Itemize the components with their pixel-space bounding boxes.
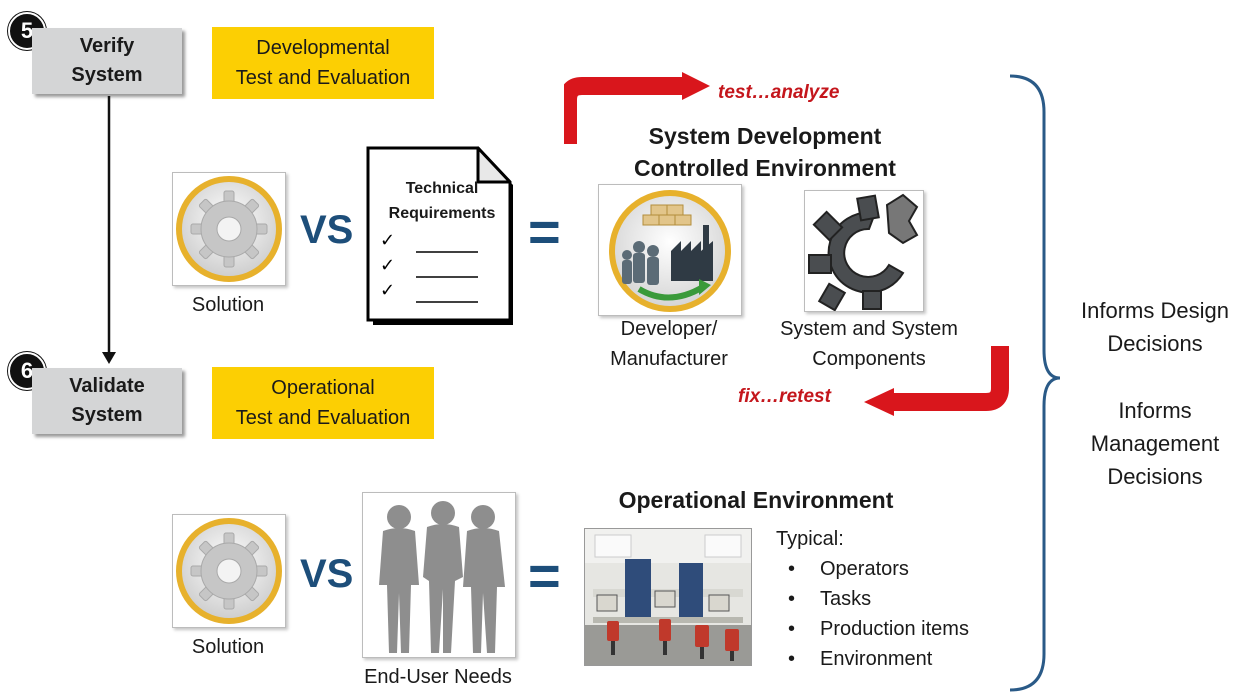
factory-icon xyxy=(609,190,731,312)
fix-retest-label: fix…retest xyxy=(738,386,831,407)
typical-list: Operators Tasks Production items Environ… xyxy=(776,554,969,674)
developer-image xyxy=(598,184,742,316)
silhouettes-icon xyxy=(379,501,505,653)
fix-retest-arrow xyxy=(864,346,1009,416)
gear-icon xyxy=(176,518,282,624)
system-development-heading: System Development Controlled Environmen… xyxy=(634,123,896,181)
gear-icon xyxy=(176,176,282,282)
end-user-needs-caption: End-User Needs xyxy=(364,666,512,688)
typical-item-production-items: Production items xyxy=(776,614,969,644)
document-icon: ✓ ✓ ✓ xyxy=(366,146,513,325)
validate-system-box: Validate System xyxy=(32,368,182,434)
operational-te-box: Operational Test and Evaluation xyxy=(212,367,434,439)
equals-sign: = xyxy=(528,200,561,263)
office-photo-icon xyxy=(585,529,751,665)
typical-label: Typical: xyxy=(776,528,844,550)
verify-to-validate-arrow xyxy=(102,96,116,364)
solution-caption-2: Solution xyxy=(191,636,265,658)
typical-item-operators: Operators xyxy=(776,554,969,584)
svg-text:✓: ✓ xyxy=(380,255,395,276)
solution-gear-image xyxy=(172,172,286,286)
equals-sign-2: = xyxy=(528,544,561,607)
operational-environment-heading: Operational Environment xyxy=(618,487,894,513)
informs-management-decisions: Informs Management Decisions xyxy=(1090,398,1220,489)
solution-caption: Solution xyxy=(191,294,265,316)
developer-caption: Developer/ Manufacturer xyxy=(610,318,728,370)
end-user-needs-image xyxy=(362,492,516,658)
vs-label-2: VS xyxy=(300,552,354,596)
components-image xyxy=(804,190,924,312)
svg-text:✓: ✓ xyxy=(380,230,395,251)
typical-item-tasks: Tasks xyxy=(776,584,969,614)
partial-gear-icon xyxy=(808,193,919,312)
test-analyze-arrow xyxy=(564,72,710,144)
check-icon: ✓ ✓ ✓ xyxy=(380,230,395,301)
developmental-te-box: Developmental Test and Evaluation xyxy=(212,27,434,99)
test-analyze-label: test…analyze xyxy=(718,82,840,103)
informs-design-decisions: Informs Design Decisions xyxy=(1081,298,1229,356)
right-bracket xyxy=(1009,74,1061,692)
technical-requirements-title: Technical Requirements xyxy=(388,180,496,222)
verify-system-box: Verify System xyxy=(32,28,182,94)
components-caption: System and System Components xyxy=(780,318,958,370)
svg-text:✓: ✓ xyxy=(380,280,395,301)
solution-gear-image-2 xyxy=(172,514,286,628)
typical-item-environment: Environment xyxy=(776,644,969,674)
office-photo xyxy=(584,528,752,666)
vs-label: VS xyxy=(300,208,354,252)
